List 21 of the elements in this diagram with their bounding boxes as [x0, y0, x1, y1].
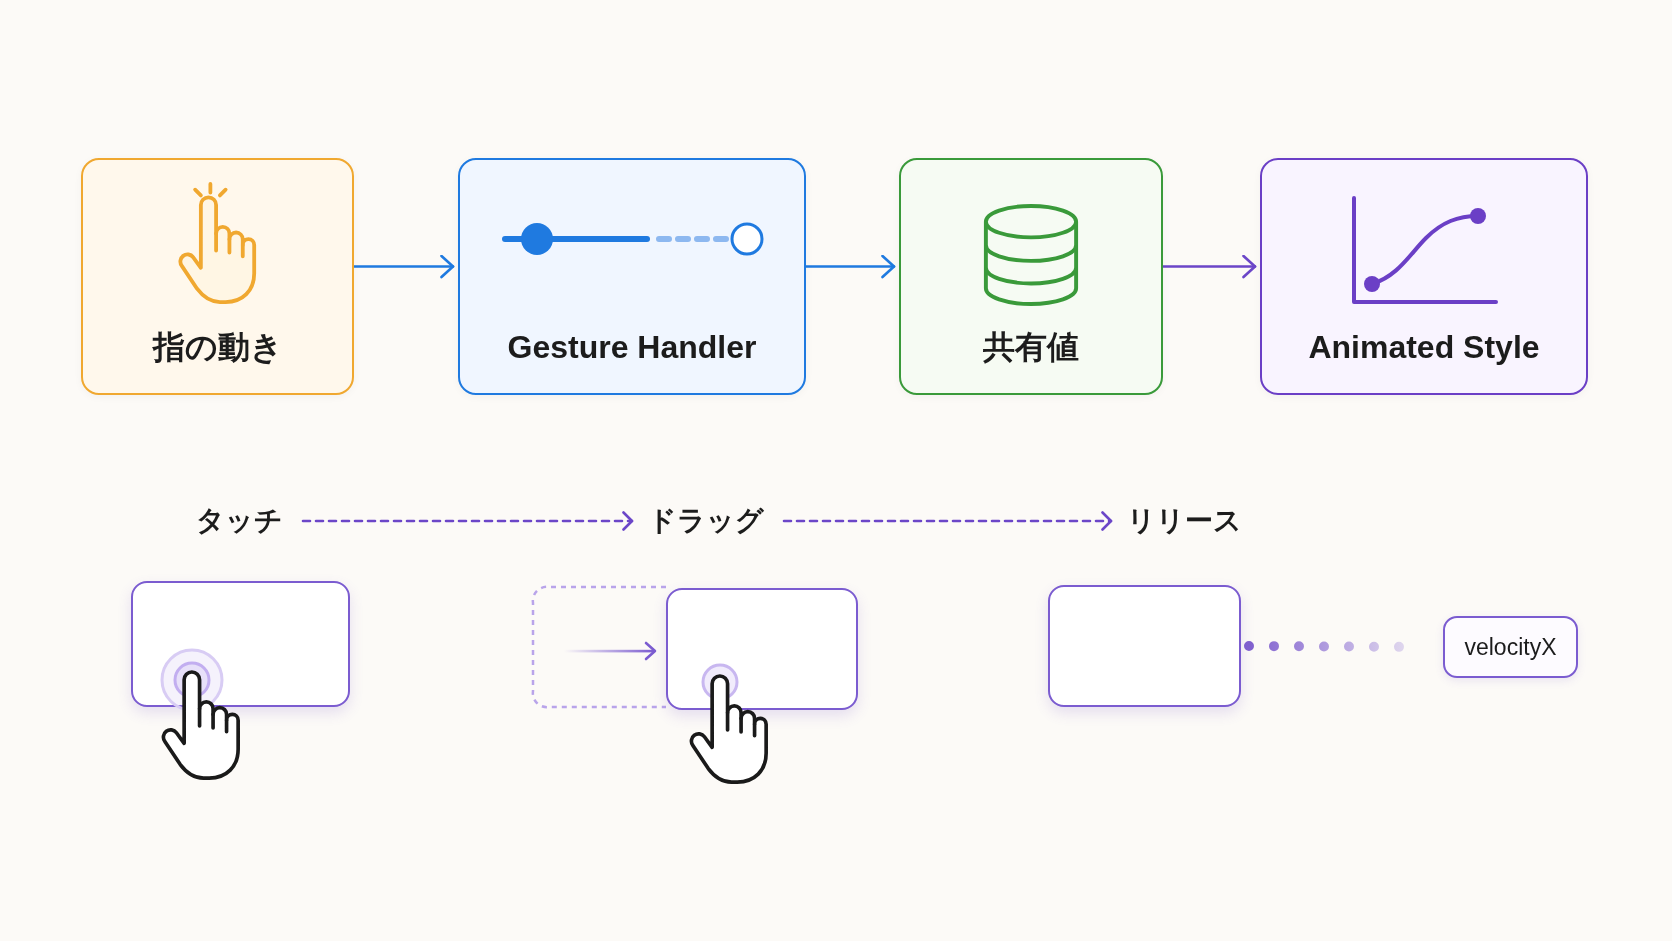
step-label: ドラッグ — [648, 503, 764, 539]
process-box — [458, 158, 806, 395]
box-title: Gesture Handler — [507, 328, 757, 367]
arrow — [804, 254, 896, 279]
empty-card — [666, 588, 858, 710]
dashed-arrow — [301, 511, 634, 531]
box-title: Animated Style — [1308, 328, 1540, 367]
box-title: 指の動き — [152, 328, 283, 367]
process-box — [81, 158, 354, 395]
value-tag — [1443, 616, 1578, 678]
value-label: velocityX — [1464, 633, 1557, 661]
process-box — [1260, 158, 1588, 395]
empty-card — [131, 581, 350, 707]
dashed-arrow — [782, 511, 1113, 531]
box-title: 共有値 — [983, 328, 1079, 367]
empty-card — [1048, 585, 1241, 707]
step-label: タッチ — [196, 503, 283, 539]
arrow — [352, 254, 455, 279]
step-label: リリース — [1127, 503, 1242, 539]
arrow — [1161, 254, 1257, 279]
process-box — [899, 158, 1163, 395]
